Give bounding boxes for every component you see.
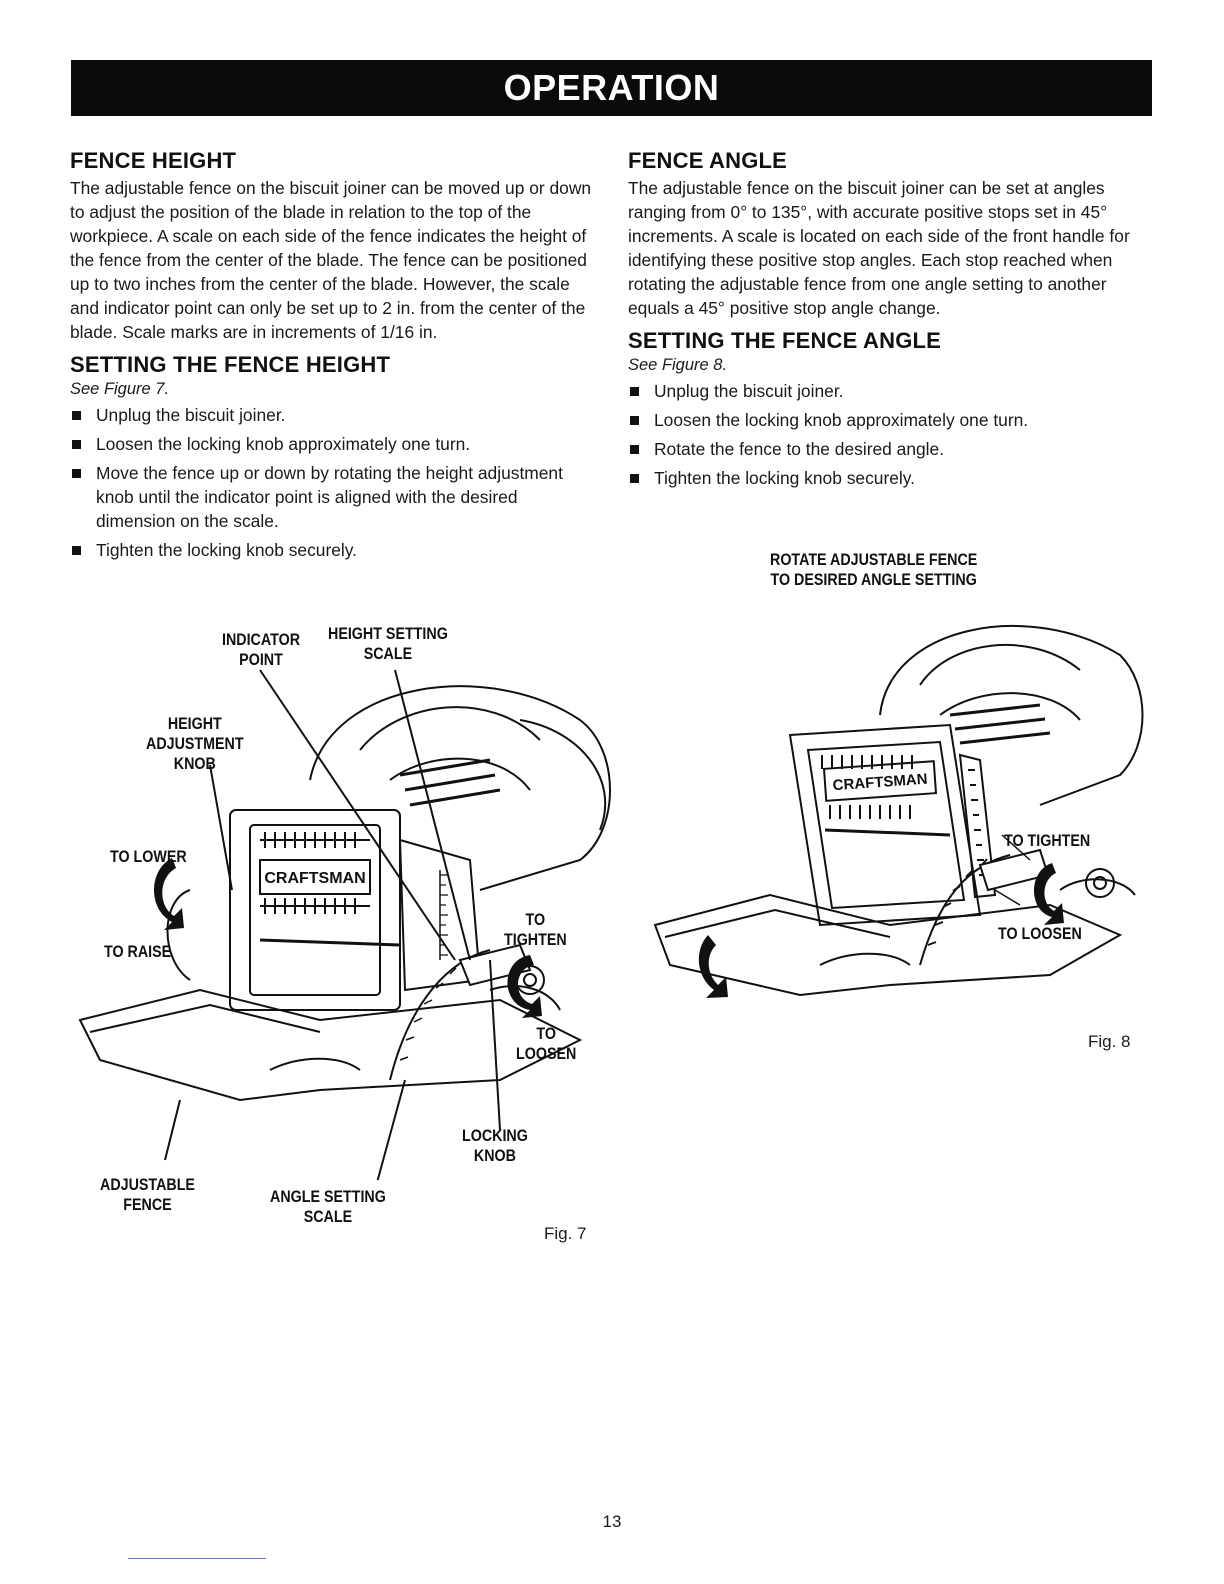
list-item: Rotate the fence to the desired angle.	[628, 437, 1158, 461]
fig7-to-raise-label: TO RAISE	[104, 942, 172, 961]
fence-height-heading: FENCE HEIGHT	[70, 148, 237, 173]
fence-height-body: The adjustable fence on the biscuit join…	[70, 178, 592, 342]
list-item: Tighten the locking knob securely.	[628, 466, 1158, 490]
fig8-rotate-label: ROTATE ADJUSTABLE FENCE TO DESIRED ANGLE…	[770, 550, 978, 589]
bullet-icon	[72, 469, 81, 478]
fig7-height-scale-label: HEIGHT SETTING SCALE	[328, 624, 448, 663]
left-column: FENCE HEIGHT The adjustable fence on the…	[70, 148, 600, 567]
list-item: Tighten the locking knob securely.	[70, 538, 600, 562]
figure-8-illustration: CRAFTSMAN	[653, 625, 1144, 998]
list-item: Unplug the biscuit joiner.	[628, 379, 1158, 403]
fig8-brand-text: CRAFTSMAN	[832, 771, 928, 795]
right-column: FENCE ANGLE The adjustable fence on the …	[628, 148, 1158, 495]
fig7-to-tighten-label: TO TIGHTEN	[504, 910, 567, 949]
bullet-icon	[72, 440, 81, 449]
bullet-icon	[630, 387, 639, 396]
fig7-angle-scale-label: ANGLE SETTING SCALE	[270, 1187, 386, 1226]
angle-steps-list: Unplug the biscuit joiner. Loosen the lo…	[628, 379, 1158, 490]
fig8-to-loosen-label: TO LOOSEN	[998, 924, 1082, 943]
fig7-rotate-arrows	[154, 858, 542, 1018]
fig7-caption: Fig. 7	[544, 1224, 587, 1243]
footer-rule	[128, 1558, 266, 1559]
setting-fence-height-heading: SETTING THE FENCE HEIGHT	[70, 352, 391, 377]
list-item: Loosen the locking knob approximately on…	[628, 408, 1158, 432]
see-figure-7: See Figure 7.	[70, 380, 170, 398]
bullet-icon	[72, 546, 81, 555]
fig8-rotate-arrows	[698, 863, 1064, 998]
fig7-to-lower-label: TO LOWER	[110, 847, 187, 866]
list-item: Unplug the biscuit joiner.	[70, 403, 600, 427]
fence-angle-heading: FENCE ANGLE	[628, 148, 788, 173]
setting-fence-angle-heading: SETTING THE FENCE ANGLE	[628, 328, 942, 353]
fig7-locking-knob-label: LOCKING KNOB	[462, 1126, 528, 1165]
fig8-caption: Fig. 8	[1088, 1032, 1131, 1051]
fig7-to-loosen-label: TO LOOSEN	[516, 1024, 577, 1063]
see-figure-8: See Figure 8.	[628, 356, 728, 374]
fig7-height-knob-label: HEIGHT ADJUSTMENT KNOB	[146, 714, 244, 773]
bullet-icon	[630, 474, 639, 483]
fence-angle-body: The adjustable fence on the biscuit join…	[628, 178, 1130, 318]
fig7-brand-text: CRAFTSMAN	[264, 870, 365, 887]
section-banner: OPERATION	[71, 60, 1152, 116]
bullet-icon	[630, 445, 639, 454]
figure-7-illustration: CRAFTSMAN	[78, 669, 611, 1180]
list-item: Loosen the locking knob approximately on…	[70, 432, 600, 456]
height-steps-list: Unplug the biscuit joiner. Loosen the lo…	[70, 403, 600, 562]
list-item: Move the fence up or down by rotating th…	[70, 461, 600, 533]
fig7-adjustable-fence-label: ADJUSTABLE FENCE	[100, 1175, 195, 1214]
bullet-icon	[72, 411, 81, 420]
fig8-to-tighten-label: TO TIGHTEN	[1004, 831, 1091, 850]
fig7-leader-lines	[164, 669, 501, 1180]
bullet-icon	[630, 416, 639, 425]
fig8-leader-lines	[994, 834, 1031, 906]
page-number: 13	[602, 1512, 622, 1531]
fig7-indicator-label: INDICATOR POINT	[222, 630, 301, 669]
